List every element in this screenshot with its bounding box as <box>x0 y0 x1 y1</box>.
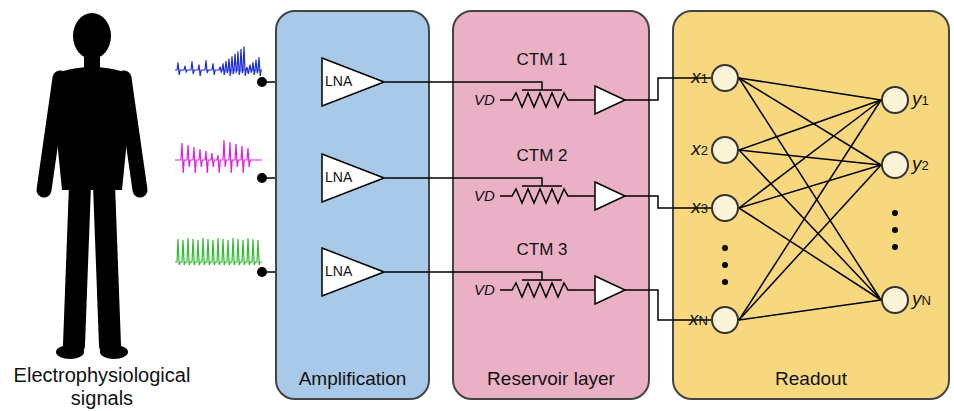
amplifier-label: LNA <box>325 263 352 279</box>
stage-panel: Reservoir layer CTM 1 CTM 2 CTM 3 <box>452 10 650 400</box>
connector <box>739 78 881 100</box>
connector <box>739 150 881 300</box>
amplifier-outline <box>322 248 384 296</box>
neuron-label: x3 <box>691 196 708 218</box>
connector <box>385 81 500 83</box>
neuron-circle: xN <box>711 306 739 334</box>
neuron-label: x1 <box>691 66 708 88</box>
stage-label: Amplification <box>277 368 428 390</box>
neuron-circle: x2 <box>711 136 739 164</box>
neuron-label: xN <box>689 308 708 330</box>
voltage-label: VD <box>474 281 495 298</box>
ellipsis-dot <box>722 279 728 285</box>
transistor-cell: CTM 2 <box>500 146 638 216</box>
signal-trace <box>175 140 262 173</box>
ellipsis-dot <box>722 245 728 251</box>
transistor-wires <box>500 178 638 210</box>
ellipsis-dot <box>892 244 898 250</box>
voltage-label: VD <box>474 187 495 204</box>
transistor-cell: CTM 1 <box>500 50 638 120</box>
signal-trace <box>175 238 262 265</box>
gate-bar <box>522 89 562 91</box>
output-wire <box>625 289 638 291</box>
connector <box>638 196 711 208</box>
device-label: CTM 2 <box>500 146 584 166</box>
stage-panel: Readout x1 x2 x3 xN y1 y2 yN <box>672 10 950 400</box>
connector <box>638 78 711 100</box>
connector <box>739 100 881 208</box>
figure-caption: Electrophysiological signals <box>4 364 200 410</box>
amplifier-outline <box>322 58 384 106</box>
amplifier-label: LNA <box>325 73 352 89</box>
output-wire <box>625 99 638 101</box>
electrode-dot <box>257 77 267 277</box>
buffer-triangle <box>595 86 625 114</box>
stage-panel: Amplification LNA LNA LNA <box>275 10 430 400</box>
gate-bar <box>522 279 562 281</box>
gate-bar <box>522 185 562 187</box>
neuron-circle: x3 <box>711 194 739 222</box>
neuron-label: x2 <box>691 138 708 160</box>
connector <box>739 100 881 150</box>
gate-wire <box>500 272 542 280</box>
neuron-label: y2 <box>912 153 929 175</box>
connector <box>638 290 711 320</box>
human-silhouette <box>44 13 140 359</box>
channel-resistor <box>500 93 595 107</box>
connector <box>739 165 881 208</box>
device-label: CTM 3 <box>500 240 584 260</box>
channel-resistor <box>500 283 595 297</box>
connector <box>739 78 881 300</box>
connector <box>385 177 500 179</box>
ellipsis-dots <box>722 210 898 285</box>
neuron-circle: y1 <box>881 86 909 114</box>
amplifier-triangle: LNA <box>321 57 385 107</box>
connector <box>739 208 881 300</box>
gate-wire <box>500 178 542 186</box>
ellipsis-dot <box>722 262 728 268</box>
transistor-wires <box>500 82 638 114</box>
connector <box>739 150 881 165</box>
connector <box>739 165 881 320</box>
neuron-label: y1 <box>912 88 929 110</box>
voltage-label: VD <box>474 91 495 108</box>
buffer-triangle <box>595 276 625 304</box>
channel-resistor <box>500 189 595 203</box>
neuron-circle: x1 <box>711 64 739 92</box>
ellipsis-dot <box>892 210 898 216</box>
connector <box>739 300 881 320</box>
gate-wire <box>500 82 542 90</box>
amplifier-label: LNA <box>325 169 352 185</box>
amplifier-triangle: LNA <box>321 247 385 297</box>
connector <box>385 271 500 273</box>
signal-trace <box>175 47 262 76</box>
buffer-triangle <box>595 182 625 210</box>
amplifier-triangle: LNA <box>321 153 385 203</box>
connector <box>739 100 881 320</box>
transistor-cell: CTM 3 <box>500 240 638 310</box>
neuron-circle: y2 <box>881 151 909 179</box>
transistor-wires <box>500 272 638 304</box>
ellipsis-dot <box>892 227 898 233</box>
connector <box>739 78 881 165</box>
amplifier-outline <box>322 154 384 202</box>
device-label: CTM 1 <box>500 50 584 70</box>
stage-label: Readout <box>674 368 948 390</box>
output-wire <box>625 195 638 197</box>
stage-label: Reservoir layer <box>454 368 648 390</box>
neuron-label: yN <box>912 288 931 310</box>
neuron-circle: yN <box>881 286 909 314</box>
